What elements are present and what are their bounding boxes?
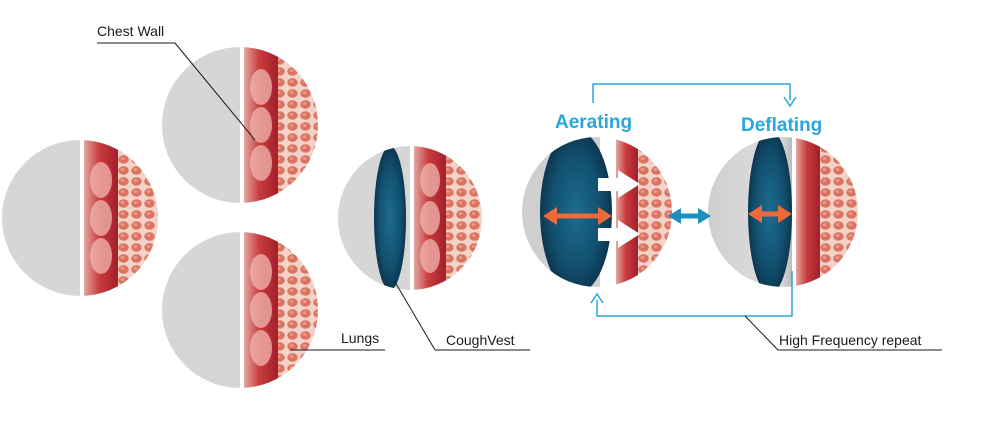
- coughvest-circle: [335, 144, 486, 294]
- chest-wall-circle-rest-left: [0, 140, 163, 300]
- lungs-circle-bottom: [160, 230, 323, 390]
- lungs-label: Lungs: [341, 330, 379, 346]
- cycle-double-arrow: [668, 208, 711, 224]
- top-loop-arrow: [593, 84, 796, 106]
- chest-wall-circle-top: [160, 45, 323, 205]
- chest-wall-label: Chest Wall: [97, 23, 164, 39]
- deflating-heading: Deflating: [741, 115, 822, 136]
- high-frequency-repeat-label: High Frequency repeat: [779, 332, 922, 348]
- coughvest-label: CoughVest: [446, 332, 515, 348]
- aerating-heading: Aerating: [555, 112, 632, 133]
